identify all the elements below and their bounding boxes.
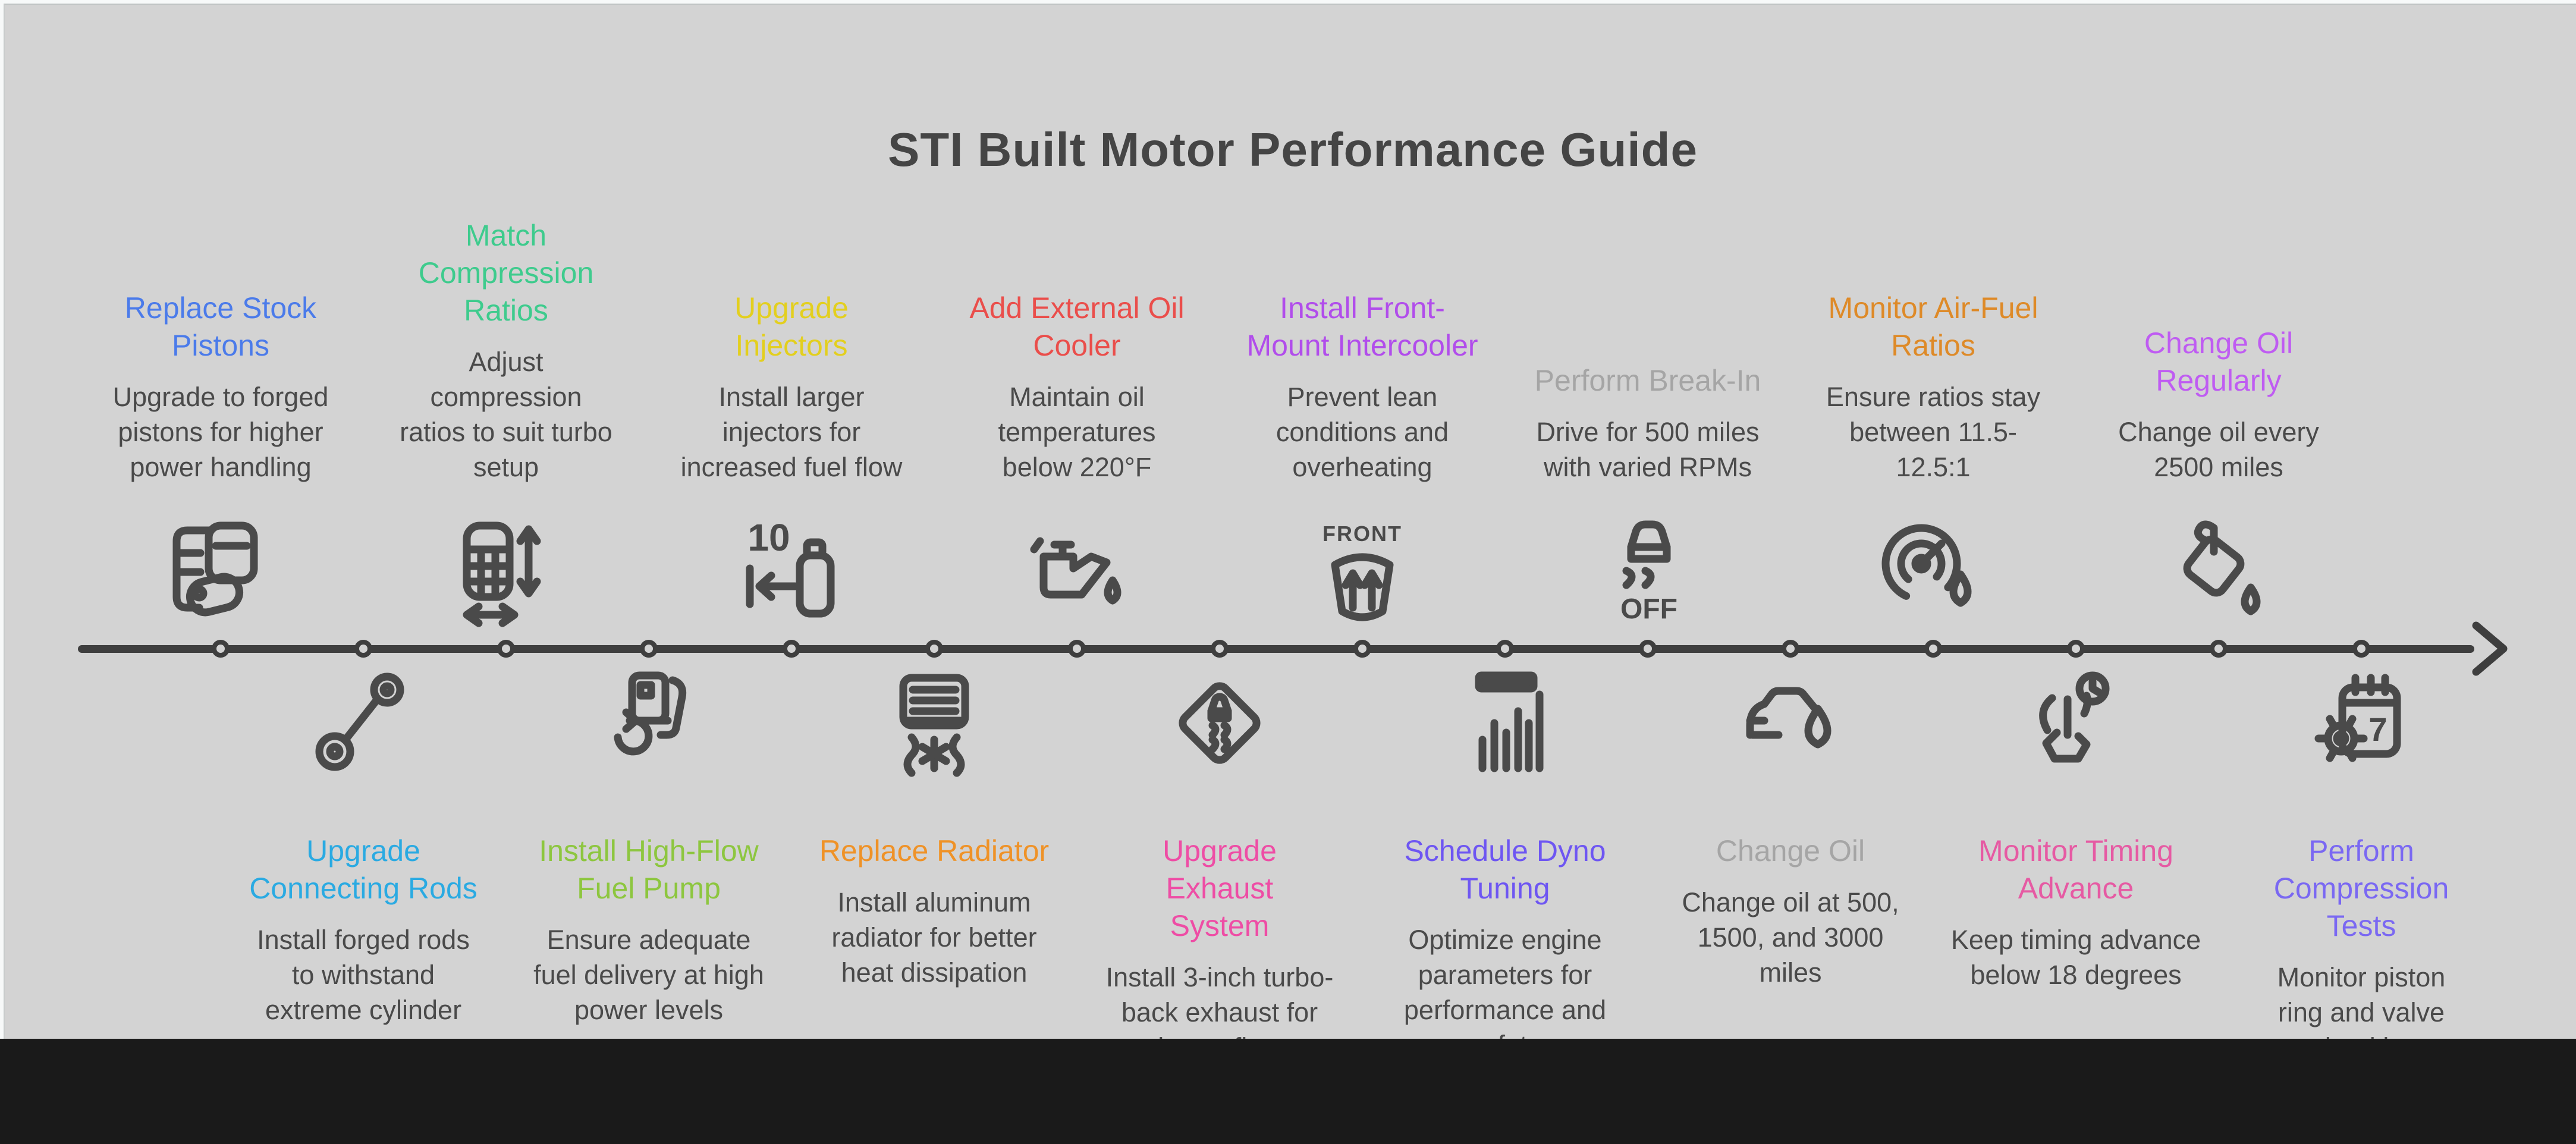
step-description: Ensure ratios stay between 11.5-12.5:1 [1826,382,2041,483]
step-description: Change oil at 500, 1500, and 3000 miles [1682,887,1899,988]
step-title: Perform Break-In [1534,364,1761,398]
compression-ratio-icon [447,514,566,633]
step-title: Change Oil Regularly [2144,326,2294,398]
step-title: Monitor Air-Fuel Ratios [1828,291,2038,363]
step-description: Keep timing advance below 18 degrees [1950,925,2201,990]
timeline-node [212,640,230,658]
step-title: Change Oil [1716,834,1865,868]
step-description: Upgrade to forged pistons for higher pow… [112,382,329,483]
step-description: Optimize engine parameters for performan… [1403,925,1607,1060]
step-perform-break-in: Perform Break-In Drive for 500 miles wit… [1520,176,1776,485]
step-title: Perform Compression Tests [2273,834,2449,942]
svg-text:FRONT: FRONT [1322,521,1402,546]
timeline-axis [78,645,2474,653]
step-title: Upgrade Exhaust System [1163,834,1277,942]
step-add-external-oil-cooler: Add External Oil Cooler Maintain oil tem… [937,176,1217,485]
front-intercooler-icon: FRONT [1303,514,1422,633]
step-description: Prevent lean conditions and overheating [1276,382,1449,483]
timeline-arrowhead-icon [2472,621,2508,676]
step-change-oil: Change Oil Change oil at 500, 1500, and … [1669,832,1912,1142]
timeline-node [497,640,515,658]
step-title: Monitor Timing Advance [1978,834,2173,905]
step-description: Ensure adequate fuel delivery at high po… [533,925,764,1025]
car-oil-drop-icon [1731,664,1850,782]
step-title: Add External Oil Cooler [969,291,1185,363]
bottom-letterbox-bar [0,1039,2576,1144]
calendar-gear-icon: 7 [2302,664,2421,782]
step-description: Drive for 500 miles with varied RPMs [1536,417,1760,483]
step-description: Change oil every 2500 miles [2118,417,2319,483]
gauge-drop-icon [1874,514,1993,633]
oil-pour-icon [2159,514,2278,633]
step-schedule-dyno-tuning: Schedule Dyno Tuning Optimize engine par… [1365,832,1645,1142]
step-title: Upgrade Injectors [734,291,849,363]
fuel-injector-icon: 10 [732,514,851,633]
radiator-icon [875,664,994,782]
timeline-node [1496,640,1514,658]
timeline-node [1068,640,1086,658]
page-title: STI Built Motor Performance Guide [887,123,1698,176]
timeline-node [354,640,372,658]
step-install-front-mount-intercooler: Install Front-Mount Intercooler Prevent … [1243,176,1481,485]
step-change-oil-regularly: Change Oil Regularly Change oil every 25… [2079,176,2358,485]
timeline-node [640,640,658,658]
step-title: Schedule Dyno Tuning [1404,834,1606,905]
dyno-chart-icon [1446,664,1565,782]
timeline-node [2352,640,2370,658]
timeline-stage: STI Built Motor Performance Guide Replac… [4,4,2576,1063]
timeline-node [783,640,800,658]
timeline-node [1924,640,1942,658]
svg-text:7: 7 [2368,711,2387,748]
traction-off-icon: OFF [1588,514,1707,633]
timeline-node [925,640,943,658]
step-monitor-air-fuel-ratios: Monitor Air-Fuel Ratios Ensure ratios st… [1793,176,2073,485]
svg-text:OFF: OFF [1620,593,1677,625]
step-install-high-flow-fuel-pump: Install High-Flow Fuel Pump Ensure adequ… [509,832,788,1142]
step-title: Install Front-Mount Intercooler [1246,291,1478,363]
timeline-node [1639,640,1657,658]
timeline-node [2210,640,2228,658]
timeline-node [1211,640,1229,658]
svg-text:10: 10 [747,516,790,559]
timeline-node [1353,640,1371,658]
step-title: Match Compression Ratios [418,219,594,328]
fuel-pump-icon [589,664,708,782]
step-description: Install aluminum radiator for better hea… [831,887,1037,988]
step-upgrade-exhaust-system: Upgrade Exhaust System Install 3-inch tu… [1092,832,1347,1142]
step-replace-radiator: Replace Radiator Install aluminum radiat… [812,832,1056,1142]
step-replace-stock-pistons: Replace Stock Pistons Upgrade to forged … [81,176,360,485]
piston-icon [161,514,280,633]
step-description: Maintain oil temperatures below 220°F [998,382,1156,483]
connecting-rod-icon [304,664,423,782]
step-title: Upgrade Connecting Rods [249,834,477,905]
step-title: Replace Radiator [819,834,1050,868]
timeline-node [2067,640,2085,658]
timing-hand-icon [2016,664,2135,782]
step-monitor-timing-advance: Monitor Timing Advance Keep timing advan… [1948,832,2204,1142]
step-title: Install High-Flow Fuel Pump [539,834,759,905]
timeline-node [1782,640,1799,658]
oil-can-icon [1017,514,1136,633]
step-match-compression-ratios: Match Compression Ratios Adjust compress… [393,176,619,485]
step-upgrade-injectors: Upgrade Injectors Install larger injecto… [673,176,910,485]
step-title: Replace Stock Pistons [124,291,317,363]
slip-warning-icon [1160,664,1279,782]
step-description: Install larger injectors for increased f… [680,382,903,483]
step-description: Adjust compression ratios to suit turbo … [400,347,612,483]
